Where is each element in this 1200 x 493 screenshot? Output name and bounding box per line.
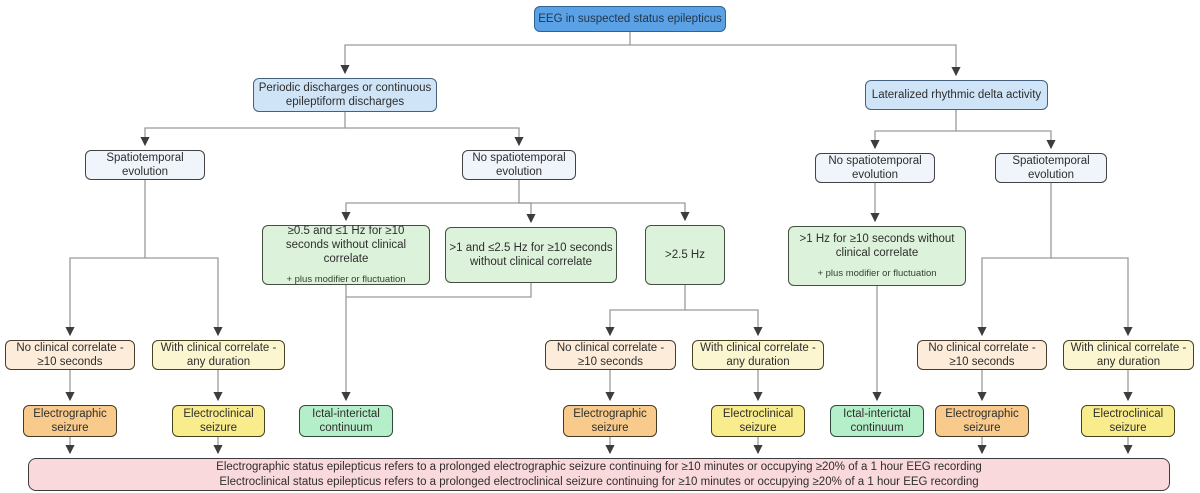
status-epilepticus-definition-box: Electrographic status epilepticus refers… (28, 458, 1170, 491)
node-label: Spatiotemporal evolution (106, 151, 184, 178)
node-no-correlate-mid: No clinical correlate - ≥10 seconds (545, 340, 676, 370)
node-electrographic-seizure-left: Electrographic seizure (23, 405, 117, 437)
node-label: Electroclinical seizure (722, 407, 794, 434)
node-no-correlate-right: No clinical correlate - ≥10 seconds (917, 340, 1047, 370)
definition-line-electrographic: Electrographic status epilepticus refers… (216, 460, 982, 473)
node-no-spatiotemporal-evolution-mid: No spatiotemporal evolution (462, 150, 576, 180)
node-ictal-interictal-continuum-right: Ictal-interictal continuum (830, 405, 924, 437)
node-eeg-root: EEG in suspected status epilepticus (534, 6, 726, 32)
node-label: ≥0.5 and ≤1 Hz for ≥10 seconds without c… (285, 225, 407, 266)
node-label: With clinical correlate - any duration (1070, 341, 1187, 368)
node-spatiotemporal-evolution-left: Spatiotemporal evolution (85, 150, 205, 180)
node-label: No clinical correlate - ≥10 seconds (16, 341, 124, 368)
node-label: No clinical correlate - ≥10 seconds (928, 341, 1036, 368)
node-label: No clinical correlate - ≥10 seconds (556, 341, 665, 368)
node-note: + plus modifier or fluctuation (817, 268, 937, 280)
node-rate-mid: >1 and ≤2.5 Hz for ≥10 seconds without c… (445, 227, 617, 283)
node-rate-right: >1 Hz for ≥10 seconds without clinical c… (788, 226, 966, 286)
node-no-correlate-left: No clinical correlate - ≥10 seconds (5, 340, 135, 370)
node-label: With clinical correlate - any duration (160, 341, 277, 368)
definition-line-electroclinical: Electroclinical status epilepticus refer… (219, 476, 979, 488)
node-with-correlate-mid: With clinical correlate - any duration (692, 340, 824, 370)
node-lateralized-rhythmic-delta: Lateralized rhythmic delta activity (865, 80, 1048, 110)
node-label: Ictal-interictal continuum (312, 407, 380, 434)
node-with-correlate-right: With clinical correlate - any duration (1063, 340, 1194, 370)
node-electroclinical-seizure-mid: Electroclinical seizure (711, 405, 805, 437)
node-electroclinical-seizure-left: Electroclinical seizure (172, 405, 265, 437)
node-label: Ictal-interictal continuum (843, 407, 911, 434)
node-label: Electrographic seizure (33, 407, 107, 434)
node-label: Periodic discharges or continuous epilep… (258, 81, 432, 108)
node-note: + plus modifier or fluctuation (286, 274, 406, 286)
node-with-correlate-left: With clinical correlate - any duration (152, 340, 285, 370)
node-label: Lateralized rhythmic delta activity (871, 88, 1042, 101)
node-label: Electroclinical seizure (1092, 407, 1164, 434)
node-label: Electroclinical seizure (183, 407, 254, 434)
node-spatiotemporal-evolution-right: Spatiotemporal evolution (995, 153, 1107, 183)
node-rate-high: >2.5 Hz (645, 225, 725, 285)
node-electrographic-seizure-mid: Electrographic seizure (563, 405, 657, 437)
node-electrographic-seizure-right: Electrographic seizure (935, 405, 1029, 437)
node-label: Electrographic seizure (573, 407, 647, 434)
node-rate-low: ≥0.5 and ≤1 Hz for ≥10 seconds without c… (262, 225, 430, 285)
node-label: >2.5 Hz (665, 248, 705, 261)
node-label: >1 Hz for ≥10 seconds without clinical c… (799, 233, 955, 260)
node-label: EEG in suspected status epilepticus (538, 12, 722, 25)
node-label: No spatiotemporal evolution (828, 154, 922, 181)
node-electroclinical-seizure-right: Electroclinical seizure (1081, 405, 1175, 437)
node-label: Spatiotemporal evolution (1012, 154, 1090, 181)
node-label: >1 and ≤2.5 Hz for ≥10 seconds without c… (449, 241, 613, 268)
node-periodic-discharges: Periodic discharges or continuous epilep… (253, 78, 437, 112)
node-no-spatiotemporal-evolution-right: No spatiotemporal evolution (815, 153, 935, 183)
node-label: Electrographic seizure (945, 407, 1019, 434)
node-label: No spatiotemporal evolution (472, 151, 566, 178)
node-ictal-interictal-continuum-left: Ictal-interictal continuum (299, 405, 393, 437)
node-label: With clinical correlate - any duration (700, 341, 816, 368)
